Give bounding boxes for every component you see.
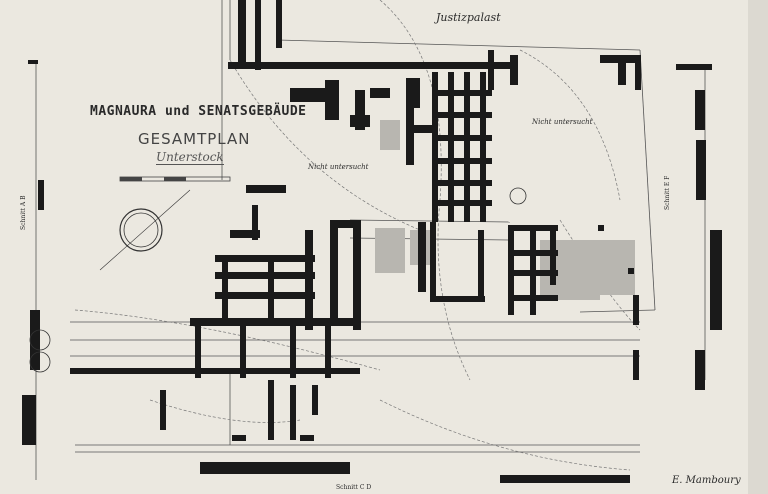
label-not-investigated: Nicht untersucht — [532, 118, 593, 126]
wall-masses — [22, 0, 722, 483]
label-not-investigated: Nicht untersucht — [308, 163, 369, 171]
plan-title: MAGNAURA und SENATSGEBÄUDE — [90, 104, 307, 119]
label-section-ab: Schnitt A B — [20, 195, 27, 231]
scale-bar — [119, 176, 231, 182]
label-justizpalast: Justizpalast — [436, 11, 501, 24]
label-section-cd: Schnitt C D — [336, 484, 372, 491]
round-features — [29, 187, 527, 373]
plan-subtitle: GESAMTPLAN — [138, 130, 251, 148]
label-section-ef: Schnitt E F — [664, 175, 671, 210]
author-signature: E. Mamboury — [672, 475, 741, 486]
plan-level: Unterstock — [156, 150, 224, 165]
sheet-margin — [748, 0, 768, 494]
